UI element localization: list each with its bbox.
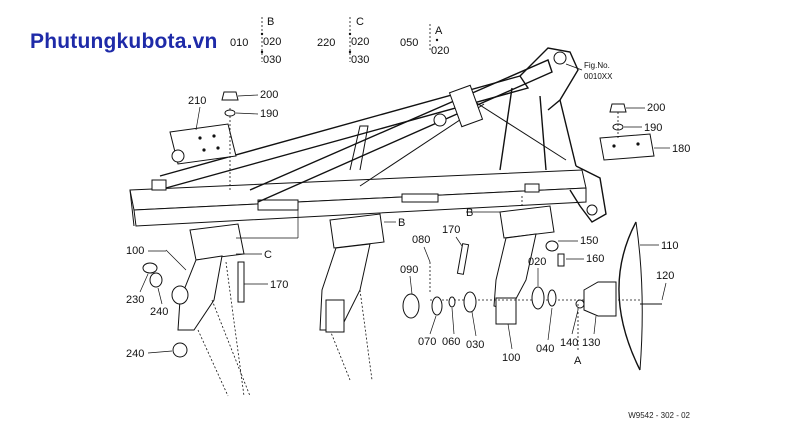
group-id-050: 050 [400,37,418,49]
callout-210: 210 [188,95,206,107]
ref-c: C [264,249,272,261]
callout-180: 180 [672,143,690,155]
reference-markers: B C B A [264,207,582,367]
callout-060: 060 [442,336,460,348]
callout-120: 120 [656,270,674,282]
group-variant-a: A [435,25,443,37]
callout-110: 110 [661,240,679,252]
callout-170: 170 [442,224,460,236]
callout-040: 040 [536,343,554,355]
callout-070: 070 [418,336,436,348]
callout-100: 100 [502,352,520,364]
callout-190: 190 [260,108,278,120]
drawing-code: W9542 - 302 - 02 [628,411,690,420]
fig-no-label: Fig.No. [584,61,610,70]
group-part-020: 020 [263,36,281,48]
callout-100: 100 [126,245,144,257]
callout-140: 140 [560,337,578,349]
figure-number: Fig.No. 0010XX [565,61,613,81]
ref-a: A [574,355,582,367]
middle-standard [319,213,396,381]
group-id-220: 220 [317,37,335,49]
ref-b: B [466,207,473,219]
callout-080: 080 [412,234,430,246]
frame-beam [129,169,587,227]
fig-no-value: 0010XX [584,72,613,81]
callout-200: 200 [647,102,665,114]
callout-160: 160 [586,253,604,265]
group-010: 010 B 020 030 [230,16,281,66]
left-standard [142,210,299,397]
callout-170: 170 [270,279,288,291]
plate-180 [599,103,655,161]
group-variant-b: B [267,16,274,28]
group-part-030: 030 [263,54,281,66]
callout-150: 150 [580,235,598,247]
group-id-010: 010 [230,37,248,49]
group-050: 050 A 020 [400,24,449,57]
callout-240: 240 [150,306,168,318]
group-220: 220 C 020 030 [317,16,369,66]
group-part-020: 020 [431,45,449,57]
callout-090: 090 [400,264,418,276]
mounting-plate-210 [169,91,239,190]
callout-130: 130 [582,337,600,349]
right-standard [456,196,565,325]
callout-240: 240 [126,348,144,360]
group-part-020: 020 [351,36,369,48]
callout-190: 190 [644,122,662,134]
callout-labels: 210 200 190 200 190 180 100 230 240 240 … [126,89,690,364]
callout-020: 020 [528,256,546,268]
group-part-030: 030 [351,54,369,66]
brand-watermark: Phutungkubota.vn [30,30,218,53]
callout-230: 230 [126,294,144,306]
ref-b: B [398,217,405,229]
callout-030: 030 [466,339,484,351]
group-variant-c: C [356,16,364,28]
callout-200: 200 [260,89,278,101]
top-link-frame [159,47,607,223]
disc-hub-assembly [402,221,662,371]
